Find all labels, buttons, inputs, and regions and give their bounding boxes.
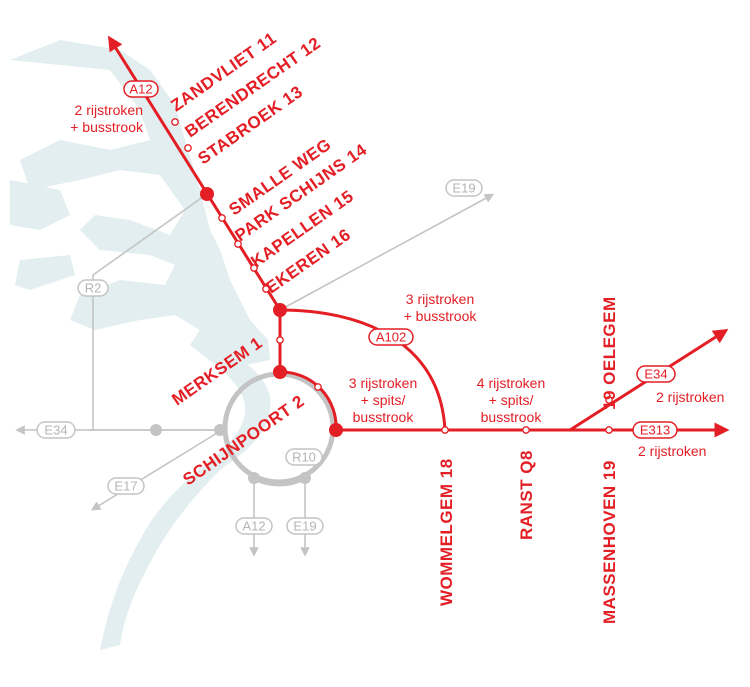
shield-r10: R10	[285, 448, 323, 466]
svg-text:R10: R10	[292, 450, 316, 465]
svg-text:A12: A12	[129, 82, 152, 97]
exit-node	[522, 426, 530, 434]
svg-text:4 rijstroken: 4 rijstroken	[477, 375, 545, 391]
shield-e19-top: E19	[445, 179, 483, 197]
exit-label-schijnpoort: SCHIJNPOORT 2	[179, 391, 307, 489]
svg-text:+ busstrook: + busstrook	[70, 119, 144, 135]
svg-text:E34: E34	[44, 423, 67, 438]
svg-text:+ spits/: + spits/	[361, 392, 406, 408]
junction-merksem	[273, 365, 287, 379]
shield-e17: E17	[107, 477, 145, 495]
svg-text:A102: A102	[376, 330, 406, 345]
exit-label-oelegem: 19 OELEGEM	[600, 296, 619, 410]
exit-node	[218, 214, 226, 222]
svg-text:3 rijstroken: 3 rijstroken	[349, 375, 417, 391]
exit-node	[276, 336, 284, 344]
svg-text:E313: E313	[640, 423, 670, 438]
shield-e313: E313	[632, 421, 678, 439]
lanes-a102: 3 rijstroken + busstrook	[404, 291, 478, 324]
grey-junction	[248, 472, 260, 484]
exit-node	[605, 396, 613, 404]
junction-smalle-weg	[200, 187, 214, 201]
svg-text:A12: A12	[242, 519, 265, 534]
exit-node	[184, 144, 192, 152]
exit-label-ranst: RANST Q8	[517, 450, 536, 540]
svg-text:busstrook: busstrook	[481, 409, 543, 425]
shield-a12-top: A12	[123, 80, 159, 98]
lanes-e34: 2 rijstroken	[656, 389, 724, 405]
exit-node	[441, 426, 449, 434]
lanes-mid: 3 rijstroken + spits/ busstrook	[349, 375, 417, 425]
svg-text:+ busstrook: + busstrook	[404, 308, 478, 324]
exit-node	[605, 426, 613, 434]
shield-e34-right: E34	[636, 365, 676, 383]
exit-label-wommelgem: WOMMELGEM 18	[437, 458, 456, 606]
exit-node	[171, 118, 179, 126]
lanes-a12: 2 rijstroken + busstrook	[70, 102, 144, 135]
shield-a12-bottom: A12	[235, 517, 273, 535]
exit-node	[250, 264, 258, 272]
svg-text:E19: E19	[293, 519, 316, 534]
grey-junction	[150, 424, 162, 436]
exit-node	[314, 383, 322, 391]
svg-text:3 rijstroken: 3 rijstroken	[406, 291, 474, 307]
svg-text:2 rijstroken: 2 rijstroken	[75, 102, 143, 118]
junction-schijnpoort	[329, 423, 343, 437]
svg-text:E34: E34	[644, 367, 667, 382]
grey-junction	[299, 472, 311, 484]
shield-e19-bottom: E19	[286, 517, 324, 535]
svg-text:+ spits/: + spits/	[489, 392, 534, 408]
svg-text:busstrook: busstrook	[353, 409, 415, 425]
exit-label-massenhoven: MASSENHOVEN 19	[600, 460, 619, 624]
lanes-east: 4 rijstroken + spits/ busstrook	[477, 375, 545, 425]
lanes-e313: 2 rijstroken	[638, 443, 706, 459]
grey-junction	[214, 424, 226, 436]
water-area	[10, 40, 271, 650]
svg-text:R2: R2	[85, 281, 102, 296]
shield-r2: R2	[77, 279, 109, 297]
junction-north	[273, 303, 287, 317]
junction-nodes	[171, 118, 613, 437]
svg-text:E17: E17	[114, 479, 137, 494]
exit-node	[262, 285, 270, 293]
exit-node	[234, 240, 242, 248]
shield-a102: A102	[368, 328, 414, 346]
shield-e34-left: E34	[36, 421, 76, 439]
svg-text:E19: E19	[452, 181, 475, 196]
